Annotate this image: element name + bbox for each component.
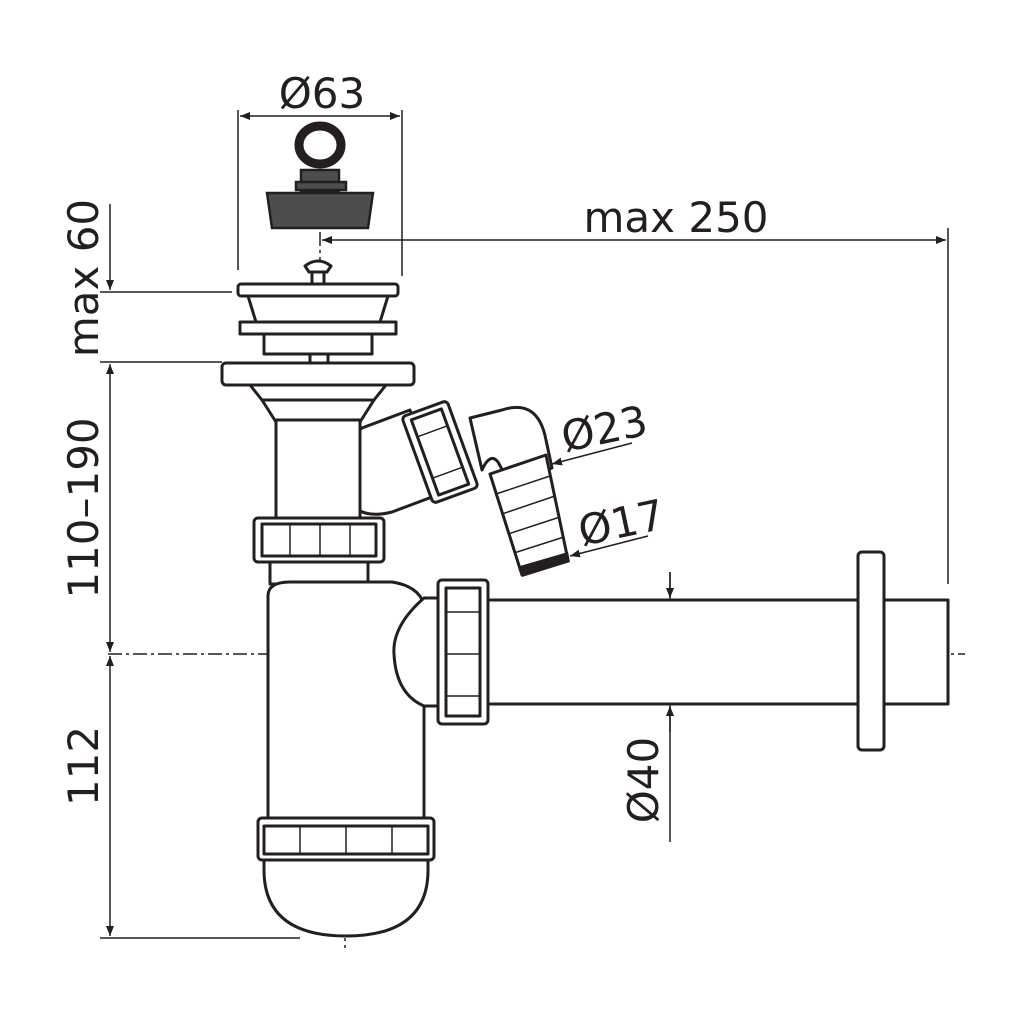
strainer-top-flange — [236, 282, 400, 298]
upper-nut — [252, 516, 386, 586]
wall-rosette — [856, 550, 886, 752]
strainer — [236, 282, 400, 365]
hose-connector — [335, 400, 570, 577]
bottle-trap — [256, 580, 448, 938]
label-overflow-reach: max 250 — [583, 193, 768, 242]
plug-collar — [294, 180, 348, 192]
strainer-washer — [238, 320, 398, 336]
label-height-adjust: 110–190 — [59, 417, 108, 598]
plug-stopper — [265, 191, 375, 230]
outlet-pipe — [436, 550, 950, 752]
vertical-tube — [274, 418, 362, 522]
bottle-cap — [262, 854, 430, 938]
center-lines — [108, 232, 965, 948]
leader-inner-diameter — [569, 535, 649, 558]
sink-flange — [220, 361, 416, 424]
sink-plug — [265, 121, 375, 230]
dimension-lines — [106, 112, 946, 936]
leader-outer-diameter — [551, 442, 633, 466]
label-outlet-diameter: Ø40 — [619, 737, 668, 824]
label-trap-depth: 112 — [59, 726, 108, 806]
label-hose-outer-diameter: Ø23 — [557, 396, 652, 462]
side-nut — [401, 400, 479, 504]
dimension-labels: Ø63 max 250 max 60 110–190 112 Ø23 Ø17 Ø… — [59, 69, 769, 823]
plug-ring — [294, 121, 346, 169]
label-plug-height: max 60 — [59, 199, 108, 357]
outlet-knuckle — [392, 596, 448, 708]
label-strainer-diameter: Ø63 — [279, 69, 366, 118]
bottle-body — [266, 580, 426, 822]
label-hose-inner-diameter: Ø17 — [574, 490, 669, 556]
